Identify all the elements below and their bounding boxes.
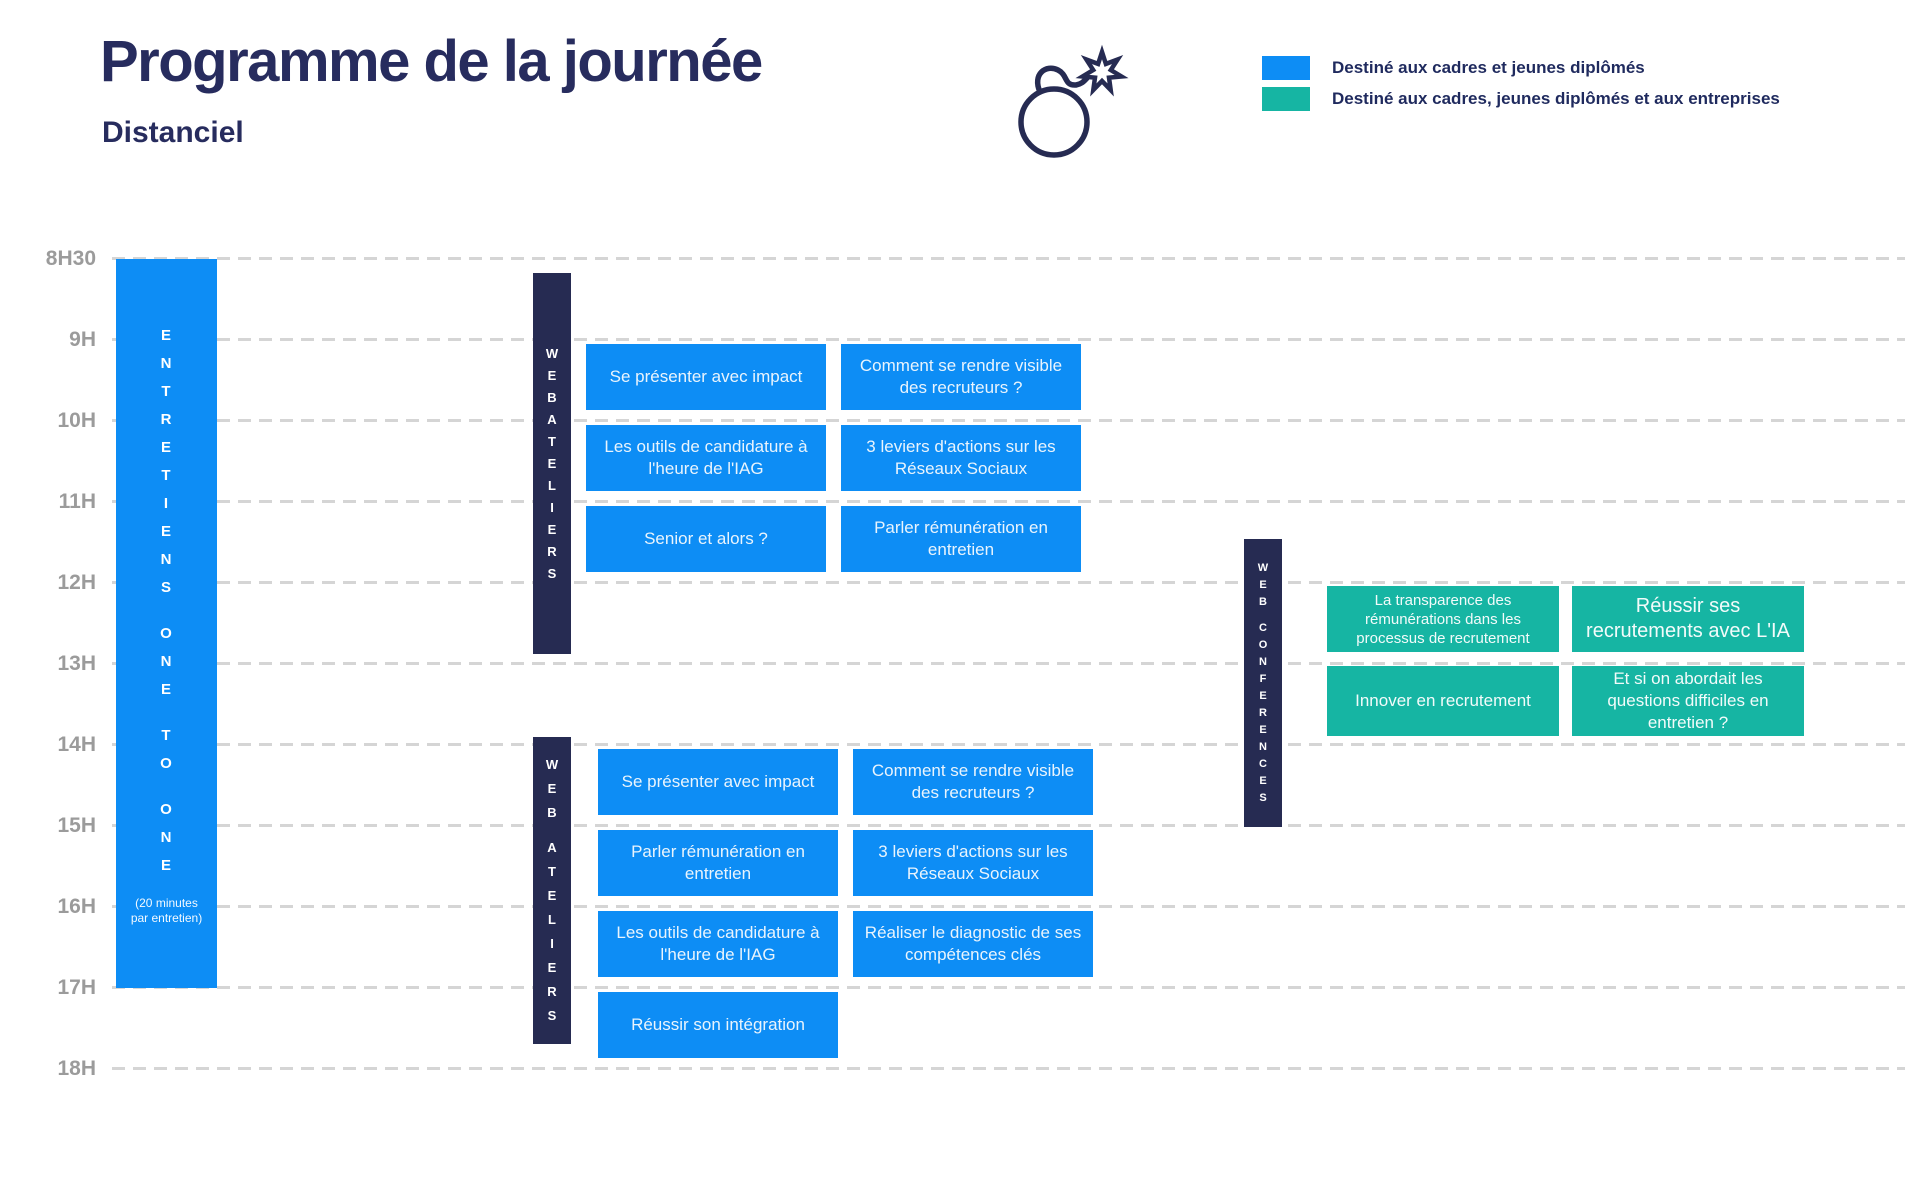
- event-block: Comment se rendre visible des recruteurs…: [853, 749, 1093, 815]
- event-block: Comment se rendre visible des recruteurs…: [841, 344, 1081, 410]
- event-block: Réussir ses recrutements avec L'IA: [1572, 586, 1804, 652]
- legend-swatch-blue-icon: [1262, 56, 1310, 80]
- time-label: 18H: [57, 1057, 96, 1080]
- time-label: 16H: [57, 895, 96, 918]
- legend-item-entreprises: Destiné aux cadres, jeunes diplômés et a…: [1262, 87, 1780, 111]
- morning-workshops-column-b: Comment se rendre visible des recruteurs…: [841, 344, 1081, 587]
- event-block: Les outils de candidature à l'heure de l…: [586, 425, 826, 491]
- time-label: 12H: [57, 571, 96, 594]
- event-block: 3 leviers d'actions sur les Réseaux Soci…: [853, 830, 1093, 896]
- conference-column-a: La transparence des rémunérations dans l…: [1327, 586, 1559, 750]
- event-block: Se présenter avec impact: [598, 749, 838, 815]
- legend-label: Destiné aux cadres, jeunes diplômés et a…: [1332, 89, 1780, 108]
- legend: Destiné aux cadres et jeunes diplômés De…: [1262, 56, 1780, 118]
- page-title: Programme de la journée: [100, 29, 763, 94]
- dashed-line: [112, 905, 1905, 908]
- afternoon-workshops-column-a: Se présenter avec impact Parler rémunéra…: [598, 749, 838, 1073]
- morning-workshops-column-a: Se présenter avec impact Les outils de c…: [586, 344, 826, 587]
- dashed-line: [112, 338, 1905, 341]
- event-block: Parler rémunération en entretien: [598, 830, 838, 896]
- dashed-line: [112, 1067, 1905, 1070]
- bomb-icon: [1018, 44, 1129, 158]
- event-block: Senior et alors ?: [586, 506, 826, 572]
- time-label: 11H: [58, 490, 96, 513]
- time-label: 13H: [57, 652, 96, 675]
- conference-column-b: Réussir ses recrutements avec L'IA Et si…: [1572, 586, 1804, 750]
- time-label: 14H: [57, 733, 96, 756]
- event-block: La transparence des rémunérations dans l…: [1327, 586, 1559, 652]
- event-block: Et si on abordait les questions difficil…: [1572, 666, 1804, 736]
- event-block: Parler rémunération en entretien: [841, 506, 1081, 572]
- time-label: 10H: [57, 409, 96, 432]
- event-block: Réaliser le diagnostic de ses compétence…: [853, 911, 1093, 977]
- time-label: 9H: [69, 328, 96, 351]
- dashed-line: [112, 743, 1905, 746]
- dashed-line: [112, 662, 1905, 665]
- afternoon-workshops-column-b: Comment se rendre visible des recruteurs…: [853, 749, 1093, 992]
- track-note: (20 minutes par entretien): [130, 895, 203, 925]
- dashed-line: [112, 581, 1905, 584]
- dashed-line: [112, 824, 1905, 827]
- event-block: 3 leviers d'actions sur les Réseaux Soci…: [841, 425, 1081, 491]
- event-block: Se présenter avec impact: [586, 344, 826, 410]
- page-subtitle: Distanciel: [102, 116, 244, 149]
- dashed-line: [112, 500, 1905, 503]
- legend-swatch-teal-icon: [1262, 87, 1310, 111]
- dashed-line: [112, 986, 1905, 989]
- time-label: 17H: [57, 976, 96, 999]
- time-label: 8H30: [45, 247, 96, 270]
- event-block: Innover en recrutement: [1327, 666, 1559, 736]
- legend-item-cadres: Destiné aux cadres et jeunes diplômés: [1262, 56, 1780, 80]
- event-block: Réussir son intégration: [598, 992, 838, 1058]
- dashed-line: [112, 257, 1905, 260]
- time-label: 15H: [57, 814, 96, 837]
- legend-label: Destiné aux cadres et jeunes diplômés: [1332, 58, 1645, 77]
- event-block: Les outils de candidature à l'heure de l…: [598, 911, 838, 977]
- dashed-line: [112, 419, 1905, 422]
